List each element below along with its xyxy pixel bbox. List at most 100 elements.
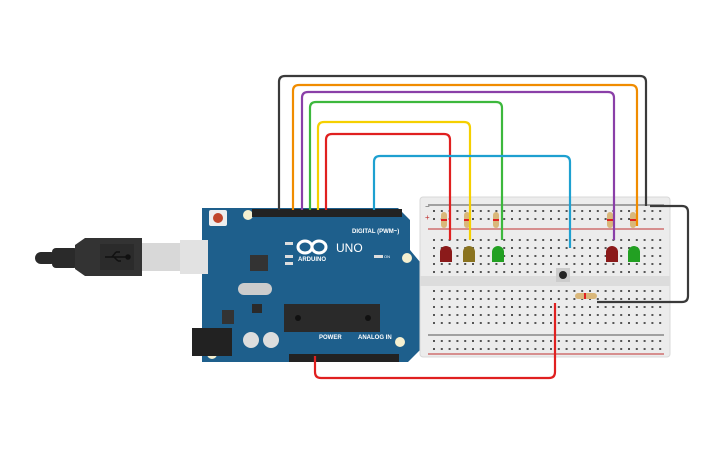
breadboard-hole bbox=[557, 314, 560, 316]
breadboard-hole bbox=[565, 306, 568, 308]
breadboard-hole bbox=[596, 314, 599, 316]
led-yellow bbox=[463, 246, 475, 262]
breadboard-hole bbox=[542, 306, 545, 308]
breadboard-hole bbox=[456, 306, 459, 308]
breadboard-hole bbox=[503, 218, 506, 220]
breadboard-hole bbox=[604, 218, 607, 220]
breadboard-hole bbox=[628, 271, 630, 273]
breadboard-hole bbox=[433, 314, 435, 316]
breadboard-hole bbox=[659, 263, 662, 265]
breadboard-hole bbox=[526, 298, 529, 300]
breadboard-hole bbox=[479, 322, 482, 324]
breadboard-hole bbox=[620, 255, 623, 257]
breadboard-hole bbox=[620, 271, 623, 273]
breadboard-hole bbox=[620, 247, 623, 249]
breadboard-hole bbox=[503, 263, 506, 265]
breadboard-hole bbox=[573, 255, 576, 257]
breadboard-hole bbox=[518, 290, 521, 292]
breadboard-hole bbox=[620, 322, 623, 324]
arduino-uno-board[interactable]: DIGITAL (PWM~) ARDUINO UNO ON POWER ANAL… bbox=[180, 208, 420, 362]
breadboard-hole bbox=[464, 290, 467, 292]
breadboard-hole bbox=[557, 290, 560, 292]
breadboard-hole bbox=[643, 255, 646, 257]
breadboard-hole bbox=[643, 271, 646, 273]
breadboard-hole bbox=[479, 239, 482, 241]
breadboard-hole bbox=[518, 263, 521, 265]
breadboard-hole bbox=[456, 314, 459, 316]
breadboard-hole bbox=[620, 263, 623, 265]
breadboard-hole bbox=[503, 210, 506, 212]
breadboard-hole bbox=[581, 255, 584, 257]
breadboard-hole bbox=[448, 306, 451, 308]
breadboard-hole bbox=[542, 255, 545, 257]
breadboard-hole bbox=[596, 239, 599, 241]
breadboard-hole bbox=[643, 340, 646, 342]
breadboard-hole bbox=[550, 247, 552, 249]
breadboard[interactable]: − + bbox=[419, 196, 671, 358]
wire-5v bbox=[313, 303, 557, 380]
breadboard-hole bbox=[550, 306, 552, 308]
chip-notch bbox=[365, 315, 371, 321]
breadboard-hole bbox=[495, 322, 498, 324]
breadboard-hole bbox=[542, 340, 545, 342]
breadboard-hole bbox=[526, 263, 529, 265]
breadboard-hole bbox=[495, 290, 498, 292]
breadboard-hole bbox=[479, 314, 482, 316]
wire-pin11 bbox=[300, 90, 616, 240]
breadboard-hole bbox=[503, 298, 506, 300]
breadboard-hole bbox=[440, 322, 443, 324]
breadboard-hole bbox=[464, 306, 467, 308]
breadboard-hole bbox=[518, 218, 521, 220]
breadboard-hole bbox=[620, 340, 623, 342]
breadboard-hole bbox=[526, 255, 529, 257]
breadboard-hole bbox=[643, 290, 646, 292]
usb-icon bbox=[105, 251, 131, 262]
wires bbox=[277, 74, 690, 380]
breadboard-hole bbox=[620, 290, 623, 292]
breadboard-hole bbox=[511, 314, 513, 316]
breadboard-hole bbox=[550, 314, 552, 316]
breadboard-hole bbox=[651, 255, 654, 257]
breadboard-hole bbox=[487, 247, 490, 249]
breadboard-hole bbox=[565, 314, 568, 316]
usb-cable[interactable] bbox=[35, 238, 180, 276]
breadboard-hole bbox=[534, 210, 537, 212]
breadboard-hole bbox=[534, 239, 537, 241]
breadboard-hole bbox=[620, 218, 623, 220]
breadboard-hole bbox=[440, 306, 443, 308]
breadboard-hole bbox=[620, 348, 623, 350]
breadboard-hole bbox=[440, 340, 443, 342]
breadboard-hole bbox=[550, 348, 552, 350]
breadboard-hole bbox=[440, 239, 443, 241]
breadboard-hole bbox=[542, 239, 545, 241]
breadboard-hole bbox=[487, 263, 490, 265]
breadboard-hole bbox=[464, 239, 467, 241]
breadboard-hole bbox=[511, 348, 513, 350]
reset-button-cap[interactable] bbox=[213, 213, 223, 223]
breadboard-hole bbox=[643, 218, 646, 220]
breadboard-hole bbox=[495, 348, 498, 350]
breadboard-hole bbox=[643, 322, 646, 324]
breadboard-hole bbox=[503, 255, 506, 257]
breadboard-hole bbox=[659, 210, 662, 212]
breadboard-hole bbox=[511, 298, 513, 300]
breadboard-hole bbox=[448, 290, 451, 292]
breadboard-hole bbox=[628, 340, 630, 342]
breadboard-hole bbox=[487, 322, 490, 324]
breadboard-hole bbox=[659, 306, 662, 308]
breadboard-hole bbox=[612, 348, 615, 350]
usb-plug-metal bbox=[142, 243, 180, 271]
breadboard-hole bbox=[448, 271, 451, 273]
breadboard-hole bbox=[511, 255, 513, 257]
breadboard-hole bbox=[464, 210, 467, 212]
breadboard-hole bbox=[511, 210, 513, 212]
capacitor bbox=[263, 332, 279, 348]
breadboard-hole bbox=[596, 255, 599, 257]
breadboard-hole bbox=[589, 263, 591, 265]
breadboard-hole bbox=[651, 306, 654, 308]
breadboard-hole bbox=[440, 271, 443, 273]
breadboard-hole bbox=[433, 210, 435, 212]
breadboard-hole bbox=[635, 271, 638, 273]
breadboard-hole bbox=[511, 322, 513, 324]
